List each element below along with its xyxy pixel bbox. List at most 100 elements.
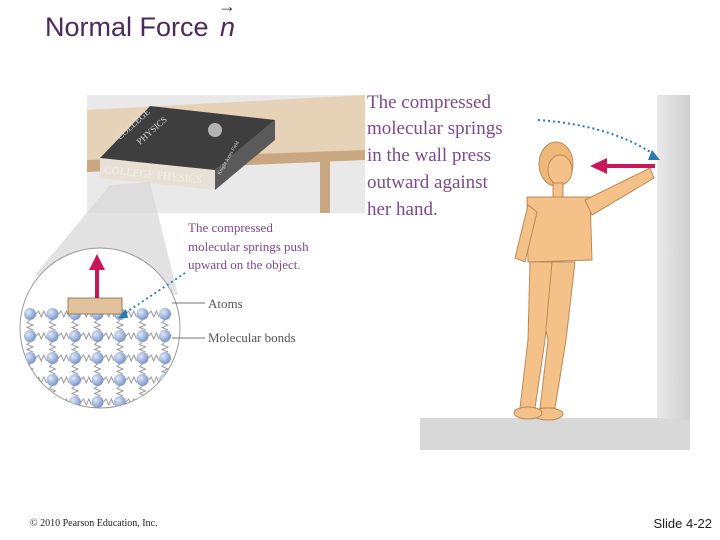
wall-caption-line-2: molecular springs	[367, 118, 503, 139]
atom	[24, 374, 36, 386]
molecular-bond	[148, 353, 160, 363]
table-leg	[320, 160, 330, 213]
atom	[69, 330, 81, 342]
molecular-bond	[103, 397, 115, 407]
atom	[69, 374, 81, 386]
molecular-bond	[93, 319, 102, 331]
book-table-panel: COLLEGE PHYSICS COLLEGE PHYSICS Knight J…	[87, 95, 365, 213]
atom	[91, 396, 104, 408]
molecular-bond	[70, 319, 80, 331]
woman-foot-back	[513, 406, 543, 420]
molecular-bond	[25, 385, 35, 397]
molecular-bond	[93, 341, 102, 353]
slide-title-text: Normal Force	[45, 12, 209, 42]
normal-force-arrowhead-icon	[89, 254, 105, 270]
molecular-bond	[80, 375, 92, 385]
molecular-bond	[115, 385, 125, 397]
molecular-bond	[125, 331, 137, 341]
vector-symbol: → n	[218, 0, 236, 43]
wall-force-arrowhead-icon	[590, 158, 607, 174]
molecular-bond	[58, 353, 70, 363]
book-cover-star-icon	[208, 123, 222, 137]
molecular-bond	[103, 331, 115, 341]
molecular-bond	[48, 341, 57, 353]
atom	[114, 374, 126, 386]
atom	[91, 330, 104, 342]
atom	[136, 374, 149, 386]
atom	[159, 308, 171, 320]
molecular-bond	[125, 353, 137, 363]
atom	[114, 330, 126, 342]
molecular-bond	[48, 363, 57, 375]
molecular-bond	[80, 397, 92, 407]
atom	[24, 308, 36, 320]
molecular-bond	[138, 363, 147, 375]
molecular-bond	[138, 319, 147, 331]
molecular-magnifier	[19, 247, 181, 409]
atom	[114, 352, 126, 364]
book-pages	[100, 158, 215, 190]
table-caption-line-2: molecular springs push	[188, 239, 309, 254]
copyright: © 2010 Pearson Education, Inc.	[30, 518, 158, 529]
molecular-bond	[160, 341, 170, 353]
table-caption-line-1: The compressed	[188, 220, 273, 235]
atom	[46, 308, 59, 320]
book-cover	[100, 106, 275, 170]
molecular-bond	[125, 375, 137, 385]
molecular-bond	[115, 341, 125, 353]
molecular-bond	[80, 353, 92, 363]
molecular-bond	[70, 385, 80, 397]
molecular-bond	[125, 309, 137, 319]
molecular-bond	[48, 319, 57, 331]
molecular-bond	[80, 331, 92, 341]
molecular-bond	[115, 363, 125, 375]
molecular-bond	[35, 397, 47, 407]
atoms-label: Atoms	[208, 296, 243, 311]
wall-caption-line-5: her hand.	[367, 199, 438, 220]
table-caption: The compressed molecular springs push up…	[188, 220, 309, 272]
table-caption-pointer	[121, 272, 186, 316]
molecular-bond	[93, 385, 102, 397]
table-caption-pointer-head-icon	[118, 309, 128, 318]
woman-back-arm	[514, 204, 538, 263]
slide-number: Slide 4-22	[653, 516, 712, 531]
atom	[91, 352, 104, 364]
molecular-bond	[103, 375, 115, 385]
atom	[136, 308, 149, 320]
wall-caption-pointer	[537, 119, 656, 156]
molecular-bond	[148, 375, 160, 385]
molecular-bond	[70, 341, 80, 353]
atom	[46, 352, 59, 364]
woman-face	[547, 154, 573, 186]
molecular-bond	[148, 331, 160, 341]
floor	[420, 418, 690, 450]
wall-caption: The compressed molecular springs in the …	[367, 92, 503, 220]
molecular-bond	[35, 309, 47, 319]
molecular-bond	[138, 385, 147, 397]
molecular-bond	[35, 331, 47, 341]
molecular-bond	[25, 341, 35, 353]
molecular-bond	[138, 341, 147, 353]
wall	[657, 95, 690, 420]
woman-arm	[584, 167, 655, 216]
molecular-bond	[160, 319, 170, 331]
bonds-label: Molecular bonds	[208, 330, 296, 345]
atom	[136, 396, 149, 408]
molecular-bond	[160, 385, 170, 397]
molecular-bond	[103, 353, 115, 363]
atom	[46, 330, 59, 342]
molecular-bond	[58, 375, 70, 385]
molecular-bond	[58, 309, 70, 319]
molecular-bond	[115, 319, 125, 331]
wall-caption-line-1: The compressed	[367, 92, 491, 113]
woman-neck	[552, 182, 564, 198]
atom	[69, 352, 81, 364]
atom	[46, 396, 59, 408]
atom	[91, 374, 104, 386]
atom	[24, 330, 36, 342]
molecular-bond	[160, 363, 170, 375]
molecular-bond	[58, 331, 70, 341]
atom	[136, 352, 149, 364]
atom	[46, 374, 59, 386]
